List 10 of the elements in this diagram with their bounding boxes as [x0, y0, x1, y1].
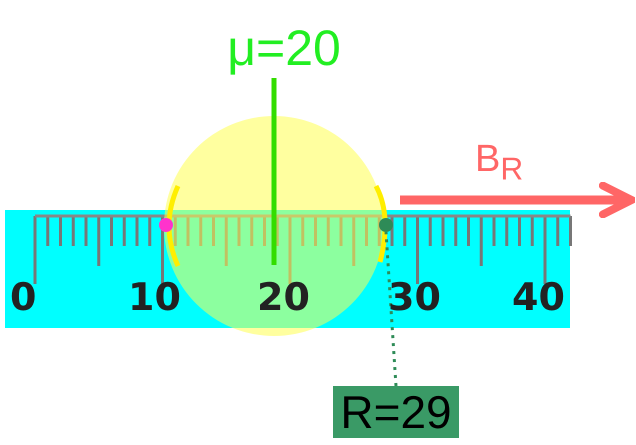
value-label: R=29 — [333, 386, 459, 438]
leader-line — [384, 232, 398, 386]
leader-line — [272, 78, 276, 265]
scale-number: 30 — [388, 277, 441, 317]
scale-number: 40 — [512, 277, 565, 317]
scale-number: 10 — [128, 277, 181, 317]
mean-label: μ=20 — [218, 18, 350, 78]
scale-number: 20 — [257, 277, 310, 317]
vector-label: B$_{R}$ — [475, 138, 524, 188]
scale-number: 0 — [10, 277, 36, 317]
